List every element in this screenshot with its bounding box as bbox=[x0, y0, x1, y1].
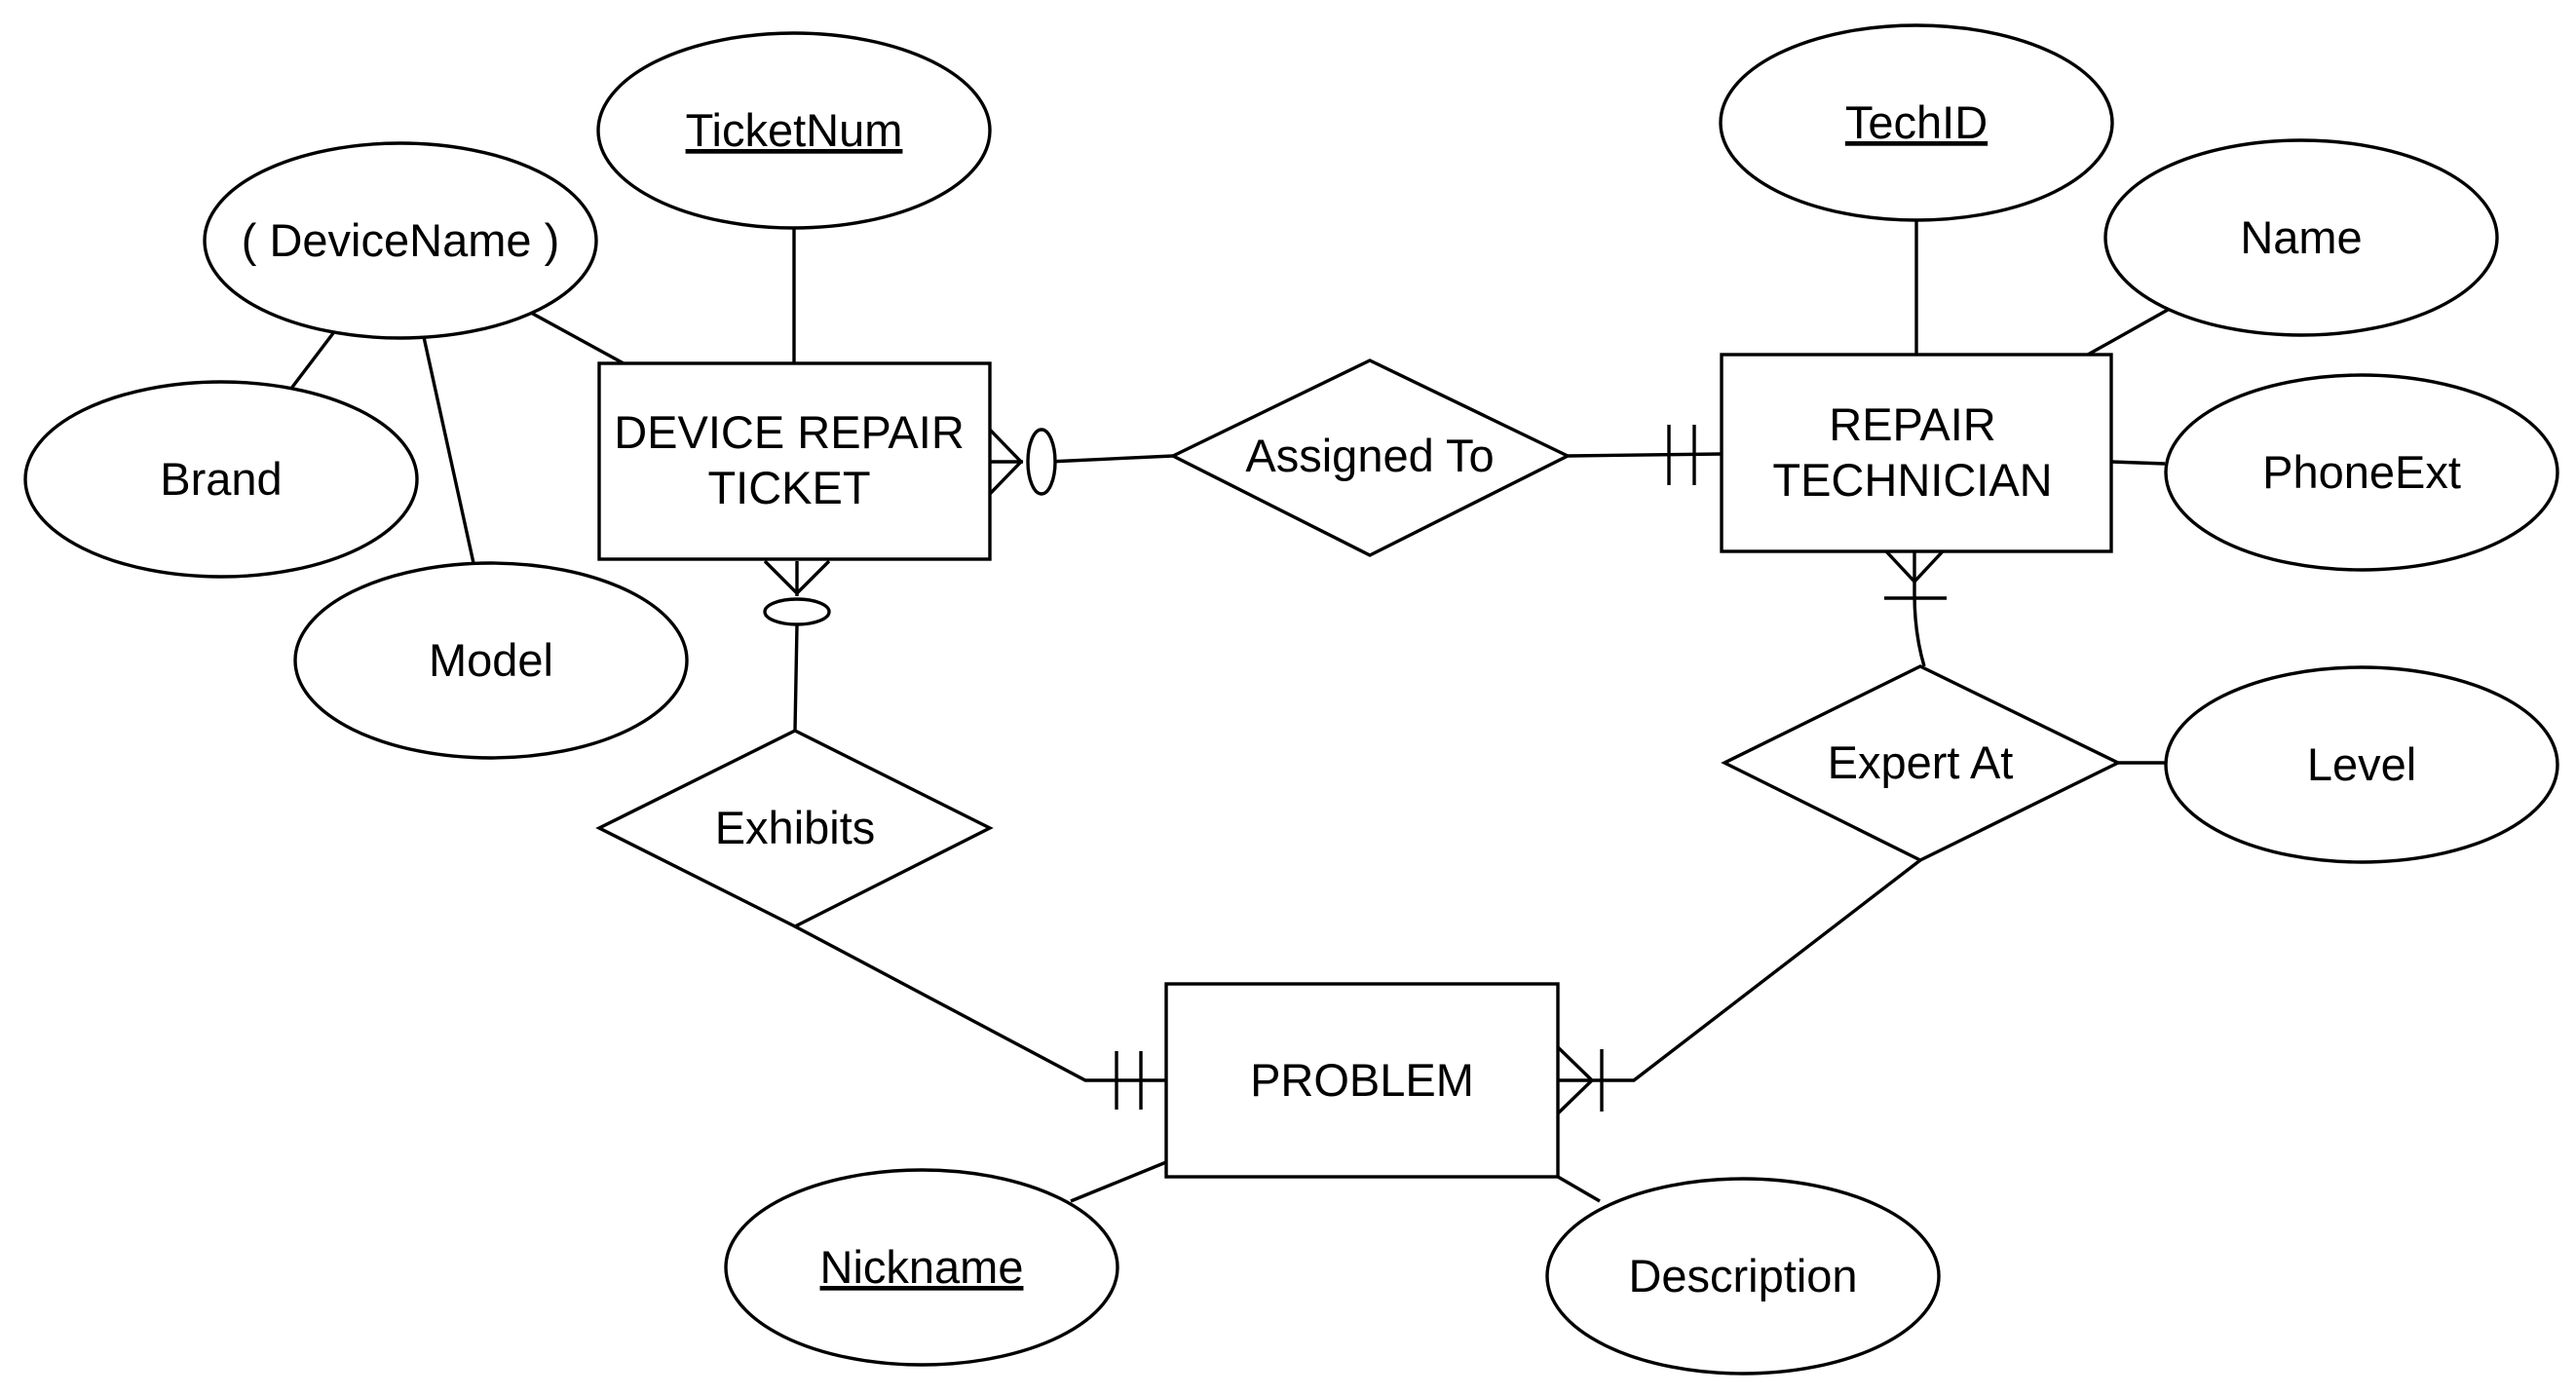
line-name bbox=[2087, 308, 2169, 357]
line-devicename-ticket bbox=[530, 311, 625, 365]
mandatory-one-technician-left bbox=[1667, 425, 1696, 485]
attribute-description[interactable]: Description bbox=[1545, 1177, 1941, 1376]
entity-label: PROBLEM bbox=[1250, 1054, 1474, 1106]
crowsfoot-one-many-problem-right bbox=[1556, 1045, 1604, 1115]
relationship-label: Expert At bbox=[1828, 736, 2014, 788]
attribute-name[interactable]: Name bbox=[2103, 138, 2499, 337]
line-exhibits-problem bbox=[794, 924, 1166, 1082]
entity-label-line-1: DEVICE REPAIR bbox=[614, 406, 965, 458]
attribute-label: TicketNum bbox=[686, 104, 903, 156]
line-phoneext bbox=[2110, 460, 2166, 466]
attribute-nickname[interactable]: Nickname bbox=[724, 1168, 1119, 1367]
mandatory-one-problem-left bbox=[1115, 1051, 1143, 1110]
line-devicename-brand bbox=[288, 331, 335, 392]
attribute-label: PhoneExt bbox=[2262, 446, 2461, 498]
attribute-label: Nickname bbox=[820, 1241, 1024, 1293]
line-devicename-model bbox=[422, 336, 475, 564]
attribute-ticketnum[interactable]: TicketNum bbox=[596, 31, 992, 230]
attribute-label: TechID bbox=[1845, 96, 1988, 148]
line-expertat-problem bbox=[1558, 858, 1922, 1082]
attribute-label: Name bbox=[2240, 211, 2362, 263]
line-ticket-assigned bbox=[1047, 454, 1174, 464]
line-assigned-technician bbox=[1567, 452, 1723, 458]
entity-repair-technician[interactable]: REPAIR TECHNICIAN bbox=[1720, 353, 2113, 553]
attribute-level[interactable]: Level bbox=[2164, 665, 2559, 864]
attribute-label: Brand bbox=[160, 453, 282, 505]
relationship-exhibits[interactable]: Exhibits bbox=[595, 729, 994, 928]
relationship-label: Exhibits bbox=[715, 802, 876, 853]
crowsfoot-one-many-technician-bottom bbox=[1884, 549, 1947, 600]
attribute-phoneext[interactable]: PhoneExt bbox=[2164, 373, 2559, 572]
crowsfoot-many-optional-ticket-right bbox=[988, 428, 1057, 496]
relationship-label: Assigned To bbox=[1245, 430, 1494, 481]
attribute-model[interactable]: Model bbox=[293, 561, 689, 760]
crowsfoot-many-optional-ticket-bottom bbox=[763, 559, 831, 626]
line-technician-expertat bbox=[1913, 551, 1926, 667]
attribute-devicename[interactable]: ( DeviceName ) bbox=[203, 141, 598, 340]
attribute-techid[interactable]: TechID bbox=[1719, 23, 2114, 222]
entity-problem[interactable]: PROBLEM bbox=[1164, 982, 1560, 1179]
attribute-label: ( DeviceName ) bbox=[242, 214, 559, 266]
attribute-label: Description bbox=[1628, 1250, 1857, 1301]
line-ticket-exhibits bbox=[793, 624, 799, 732]
relationship-expert-at[interactable]: Expert At bbox=[1721, 664, 2122, 862]
attribute-label: Level bbox=[2307, 738, 2416, 790]
entity-device-repair-ticket[interactable]: DEVICE REPAIR TICKET bbox=[597, 361, 992, 561]
line-problem-nickname bbox=[1070, 1160, 1167, 1203]
entity-label-line-2: TECHNICIAN bbox=[1772, 454, 2052, 506]
line-problem-description bbox=[1557, 1175, 1601, 1203]
relationship-assigned-to[interactable]: Assigned To bbox=[1169, 358, 1572, 557]
attribute-brand[interactable]: Brand bbox=[23, 380, 419, 579]
entity-label-line-1: REPAIR bbox=[1829, 398, 1996, 450]
attribute-label: Model bbox=[429, 634, 553, 686]
entity-label-line-2: TICKET bbox=[707, 462, 870, 513]
